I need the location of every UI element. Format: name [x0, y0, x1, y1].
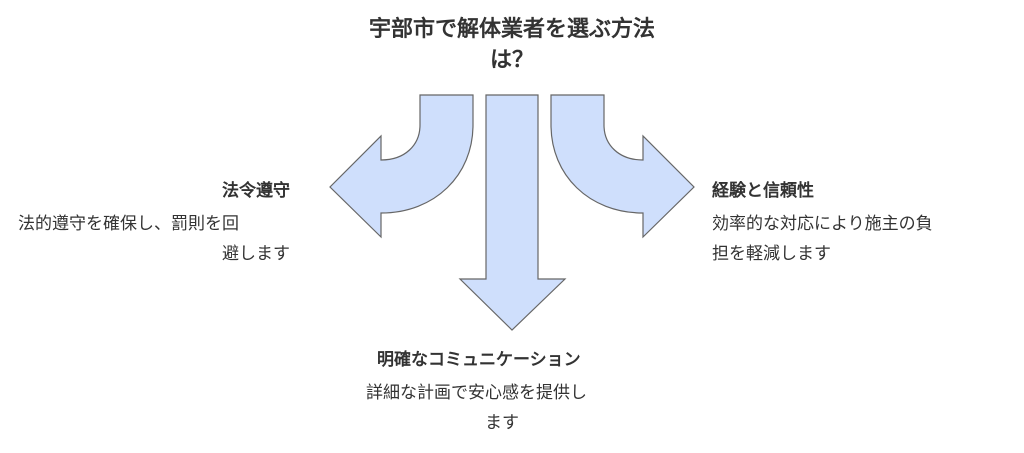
title-line-2: は？ — [489, 48, 534, 73]
title-line-1: 宇部市で解体業者を選ぶ方法 — [368, 17, 655, 42]
bottom-desc-1: 詳細な計画で安心感を提供し — [366, 383, 587, 403]
right-desc-2: 担を軽減します — [712, 244, 831, 264]
bottom-heading: 明確なコミュニケーション — [377, 350, 581, 370]
right-arrow — [550, 94, 695, 239]
left-desc-2: 避します — [222, 244, 290, 264]
down-arrow — [458, 94, 567, 331]
diagram-title: 宇部市で解体業者を選ぶ方法は？ — [0, 14, 1024, 76]
bottom-desc-2: ます — [485, 413, 519, 433]
left-arrow — [329, 94, 474, 239]
left-heading: 法令遵守 — [222, 181, 290, 201]
left-desc-1: 法的遵守を確保し、罰則を回 — [18, 214, 239, 234]
right-heading: 経験と信頼性 — [712, 181, 814, 201]
right-desc-1: 効率的な対応により施主の負 — [712, 214, 933, 234]
